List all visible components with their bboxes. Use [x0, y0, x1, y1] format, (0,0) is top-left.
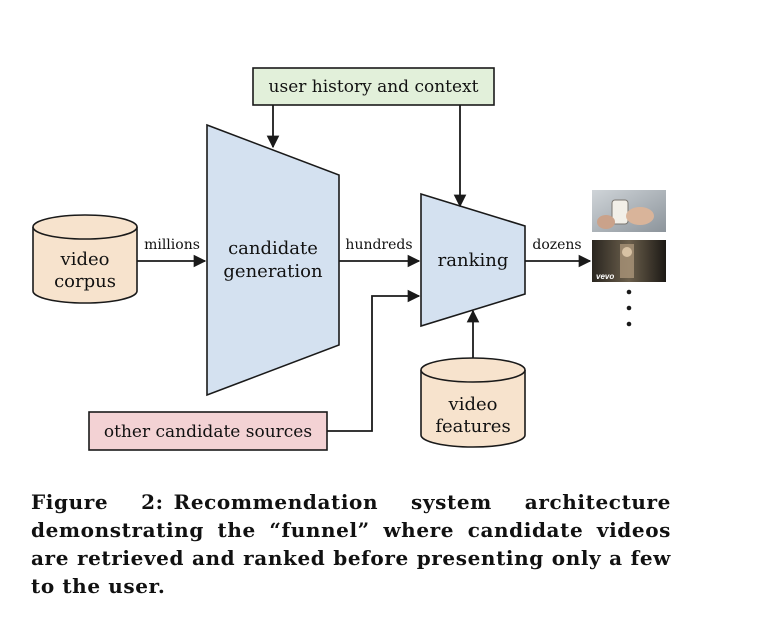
other-sources-node: other candidate sources [88, 411, 328, 451]
video-corpus-label-line1: video [60, 249, 110, 270]
candidate-generation-node: candidate generation [206, 123, 340, 397]
more-results-ellipsis [626, 289, 632, 327]
other-sources-label: other candidate sources [104, 422, 312, 442]
vevo-logo: vevo [596, 272, 614, 281]
hundreds-label: hundreds [345, 237, 412, 253]
video-features-node: video features [420, 357, 526, 448]
figure-caption-text: Recommendation system architecture demon… [31, 490, 672, 598]
dozens-label: dozens [532, 237, 581, 253]
user-history-label: user history and context [269, 77, 479, 97]
video-corpus-label-line2: corpus [54, 271, 116, 292]
ranking-node: ranking [420, 192, 526, 328]
user-history-node: user history and context [252, 67, 495, 106]
other-sources-to-ranking-arrow [327, 289, 421, 432]
video-features-label-line1: video [448, 394, 498, 415]
figure-label: Figure 2: [31, 490, 164, 514]
millions-label: millions [144, 237, 200, 253]
candidate-generation-label-line1: candidate [228, 238, 318, 259]
architecture-diagram: user history and context video corpus ca… [32, 67, 666, 451]
ranking-label: ranking [438, 250, 509, 271]
figure-caption: Figure 2:Recommendation system architect… [31, 488, 671, 600]
thumbnail-phone [592, 190, 666, 232]
video-corpus-node: video corpus [32, 214, 138, 304]
video-features-label-line2: features [435, 416, 510, 437]
thumbnail-vevo: vevo [592, 240, 666, 282]
candidate-generation-label-line2: generation [223, 261, 323, 282]
